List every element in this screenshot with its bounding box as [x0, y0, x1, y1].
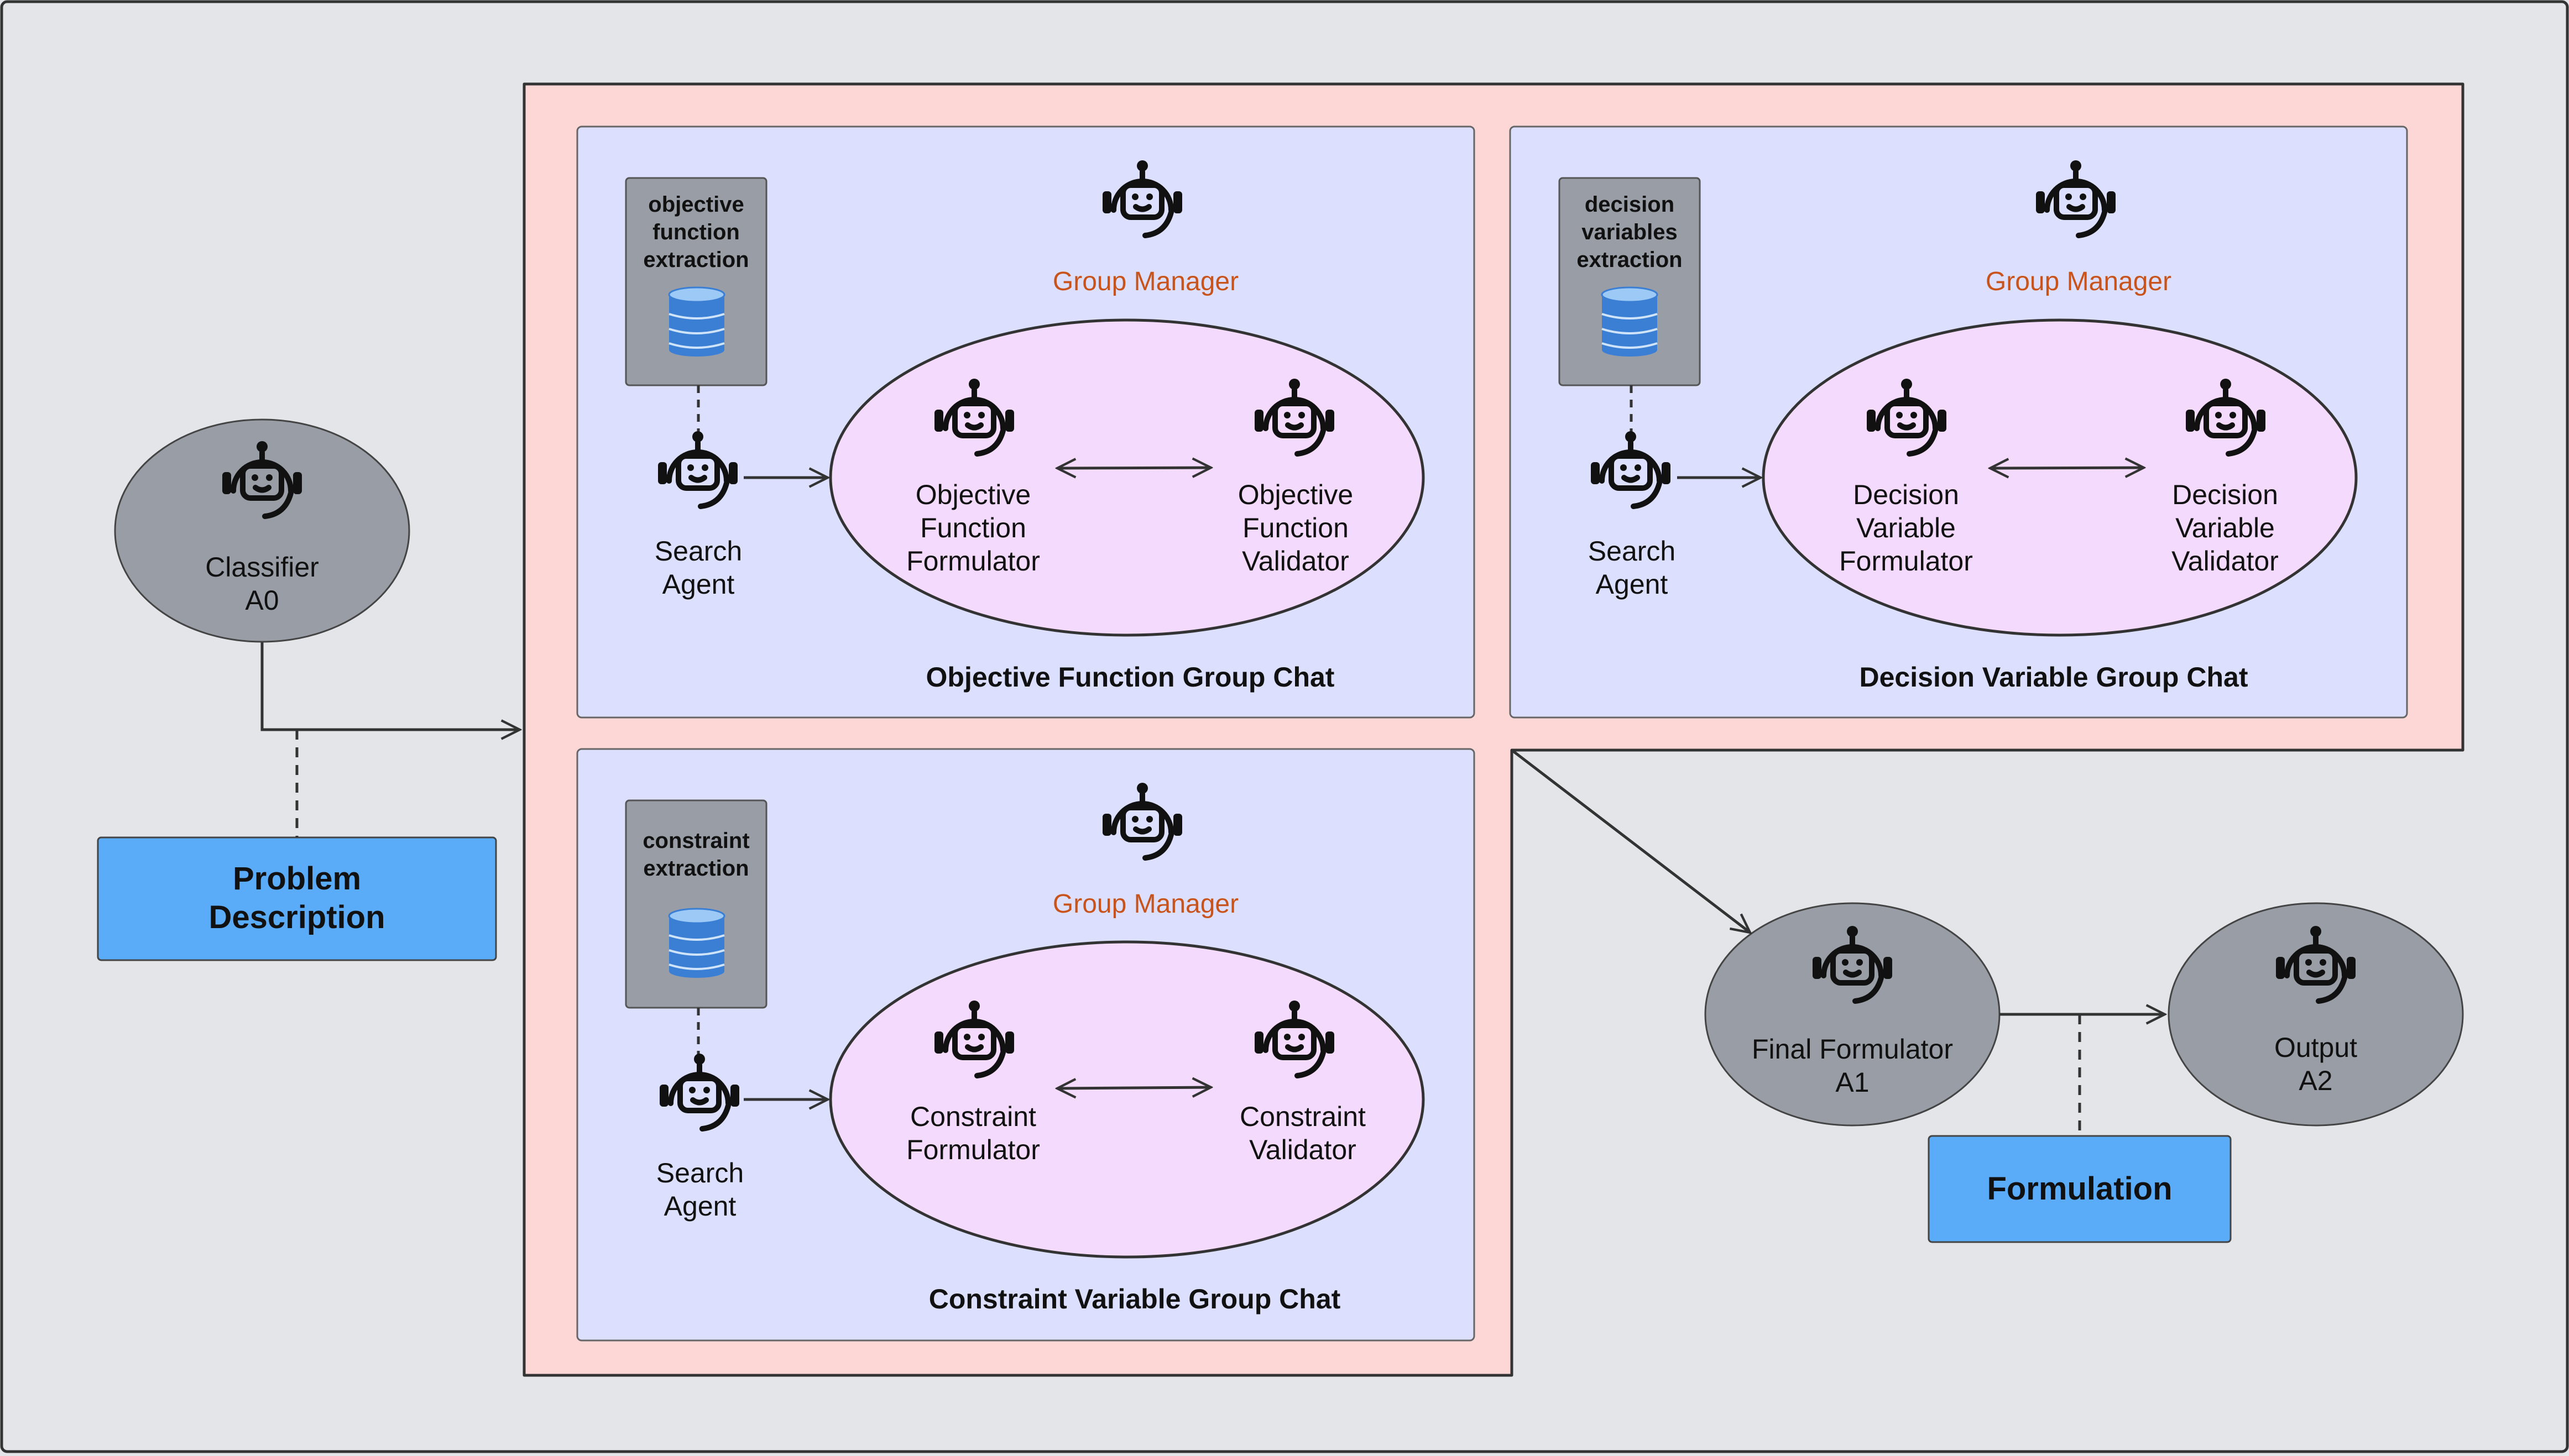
container-to-final-arrow [1511, 749, 1750, 933]
constraint-group-manager-robot-icon [1103, 783, 1182, 861]
classifier-label: Classifier A0 [205, 552, 319, 616]
formulation-label: Formulation [1987, 1171, 2173, 1207]
constraint-validator-label: Constraint Validator [1240, 1101, 1366, 1165]
classifier-to-container-arrow [260, 642, 520, 730]
objective-group-manager-robot-icon [1103, 160, 1182, 238]
decision-group-manager-robot-icon [2036, 160, 2116, 238]
objective-database-box [625, 177, 767, 386]
final-formulator-robot-icon [1813, 926, 1892, 1004]
formulation-box [1928, 1135, 2232, 1243]
decision-database-icon [1601, 286, 1658, 357]
decision-database-box [1558, 177, 1701, 386]
decision-validator-robot-icon [2186, 379, 2265, 457]
decision-validator-label: Decision Variable Validator [2171, 479, 2279, 577]
final-formulator-label: Final Formulator A1 [1752, 1034, 1953, 1098]
objective-chat-ellipse [829, 318, 1425, 637]
output-label: Output A2 [2274, 1032, 2358, 1096]
objective-validator-robot-icon [1255, 379, 1334, 457]
constraint-bidirectional-arrow [1057, 1087, 1211, 1088]
decision-group-title: Decision Variable Group Chat [1859, 662, 2248, 693]
constraint-search-agent-label: Search Agent [656, 1158, 744, 1222]
classifier-robot-icon [222, 441, 302, 519]
decision-search-agent-robot-icon [1591, 431, 1670, 509]
objective-formulator-label: Objective Function Formulator [906, 479, 1040, 577]
icon-layer [222, 160, 2356, 1132]
constraint-group-title: Constraint Variable Group Chat [928, 1284, 1341, 1314]
constraint-formulator-label: Constraint Formulator [906, 1101, 1040, 1165]
objective-group-title: Objective Function Group Chat [926, 662, 1335, 693]
constraint-group-manager-label: Group Manager [1052, 889, 1239, 919]
decision-database-label: decision variables extraction [1576, 192, 1683, 272]
decision-formulator-label: Decision Variable Formulator [1839, 479, 1973, 577]
constraint-search-agent-robot-icon [660, 1054, 739, 1132]
constraint-formulator-robot-icon [934, 1001, 1014, 1078]
constraint-database-box [625, 799, 767, 1009]
output-node [2168, 902, 2464, 1127]
decision-chat-ellipse [1762, 318, 2358, 637]
classifier-node [114, 418, 410, 643]
output-robot-icon [2276, 926, 2356, 1004]
decision-group-manager-label: Group Manager [1985, 267, 2172, 296]
constraint-database-icon [668, 908, 725, 978]
objective-group-manager-label: Group Manager [1052, 267, 1239, 296]
objective-database-icon [668, 286, 725, 357]
objective-database-label: objective function extraction [643, 192, 749, 272]
constraint-database-label: constraint extraction [643, 829, 750, 881]
objective-search-agent-label: Search Agent [654, 536, 743, 600]
constraint-validator-robot-icon [1255, 1001, 1334, 1078]
objective-search-agent-robot-icon [658, 431, 738, 509]
decision-search-agent-label: Search Agent [1588, 536, 1676, 600]
objective-validator-label: Objective Function Validator [1237, 479, 1354, 577]
problem-description-label: Problem Description [208, 861, 385, 935]
decision-formulator-robot-icon [1867, 379, 1946, 457]
objective-formulator-robot-icon [934, 379, 1014, 457]
constraint-chat-ellipse [829, 940, 1425, 1259]
